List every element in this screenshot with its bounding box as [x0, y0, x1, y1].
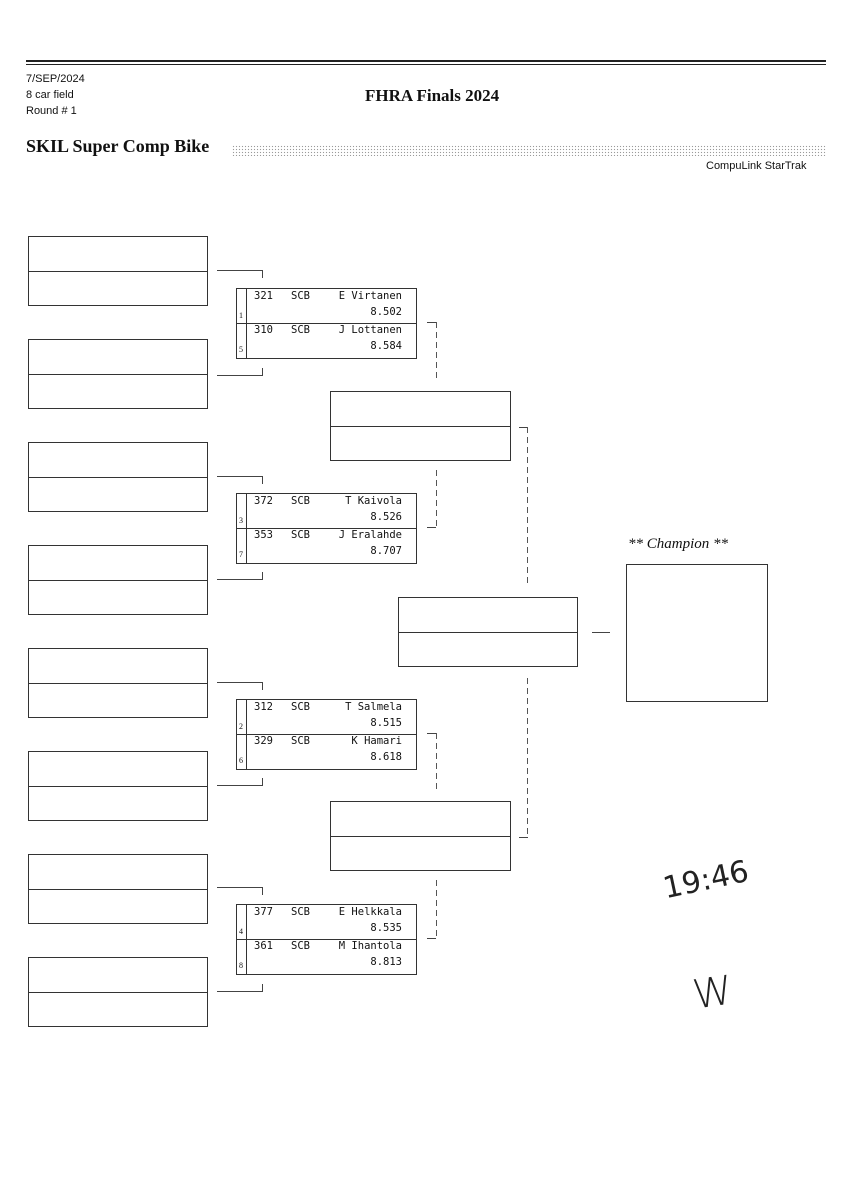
round1-slot-3: [28, 442, 208, 512]
racer-class: SCB: [291, 906, 310, 918]
round1-slot-1: [28, 236, 208, 306]
racer-time: 8.526: [370, 511, 402, 523]
racer-number: 310: [254, 324, 273, 336]
racer-time: 8.515: [370, 717, 402, 729]
racer-name: M Ihantola: [338, 940, 402, 952]
connector: [519, 427, 528, 428]
connector: [217, 682, 262, 683]
pairing-3: 312 SCB T Salmela 8.515 2 329 SCB K Hama…: [236, 699, 417, 770]
racer-name: J Lottanen: [338, 324, 402, 336]
racer-name: T Kaivola: [345, 495, 402, 507]
field-size: 8 car field: [26, 89, 74, 101]
racer-name: E Helkkala: [338, 906, 402, 918]
dashed-connector: [436, 470, 437, 528]
dashed-connector: [527, 678, 528, 838]
racer-time: 8.707: [370, 545, 402, 557]
round1-slot-4: [28, 545, 208, 615]
connector: [217, 579, 262, 580]
champion-label: ** Champion **: [628, 536, 729, 552]
racer-time: 8.813: [370, 956, 402, 968]
software-credit: CompuLink StarTrak: [706, 160, 807, 172]
pairing-1: 321 SCB E Virtanen 8.502 1 310 SCB J Lot…: [236, 288, 417, 359]
page-title: FHRA Finals 2024: [365, 86, 500, 105]
racer-class: SCB: [291, 324, 310, 336]
racer-name: E Virtanen: [338, 290, 402, 302]
racer-time: 8.584: [370, 340, 402, 352]
final-slot: [398, 597, 578, 667]
round1-slot-2: [28, 339, 208, 409]
dotted-rule: [232, 145, 826, 156]
pairing-4: 377 SCB E Helkkala 8.535 4 361 SCB M Iha…: [236, 904, 417, 975]
racer-name: T Salmela: [345, 701, 402, 713]
connector: [217, 476, 262, 477]
racer-number: 321: [254, 290, 273, 302]
connector: [592, 632, 610, 633]
racer-seed: 3: [239, 516, 243, 525]
dashed-connector: [436, 880, 437, 938]
racer-name: K Hamari: [351, 735, 402, 747]
handwritten-initial: W: [689, 967, 736, 1019]
racer-number: 329: [254, 735, 273, 747]
connector: [262, 984, 263, 992]
champion-box: [626, 564, 768, 702]
racer-seed: 2: [239, 722, 243, 731]
round1-slot-6: [28, 751, 208, 821]
connector: [262, 778, 263, 786]
racer-class: SCB: [291, 735, 310, 747]
racer-number: 372: [254, 495, 273, 507]
racer-number: 353: [254, 529, 273, 541]
racer-class: SCB: [291, 495, 310, 507]
racer-seed: 5: [239, 345, 243, 354]
top-rule-thin: [26, 64, 826, 65]
connector: [519, 837, 528, 838]
round1-slot-7: [28, 854, 208, 924]
pairing-2: 372 SCB T Kaivola 8.526 3 353 SCB J Eral…: [236, 493, 417, 564]
racer-seed: 8: [239, 961, 243, 970]
dashed-connector: [436, 733, 437, 791]
connector: [262, 572, 263, 580]
top-rule-thick: [26, 60, 826, 62]
round1-slot-5: [28, 648, 208, 718]
racer-time: 8.535: [370, 922, 402, 934]
connector: [217, 375, 262, 376]
connector: [427, 938, 436, 939]
racer-seed: 6: [239, 756, 243, 765]
racer-name: J Eralahde: [338, 529, 402, 541]
racer-seed: 4: [239, 927, 243, 936]
round2-slot-1: [330, 391, 511, 461]
round1-slot-8: [28, 957, 208, 1027]
connector: [262, 368, 263, 376]
racer-time: 8.502: [370, 306, 402, 318]
connector: [217, 991, 262, 992]
racer-number: 377: [254, 906, 273, 918]
racer-class: SCB: [291, 529, 310, 541]
connector: [427, 322, 436, 323]
racer-number: 312: [254, 701, 273, 713]
racer-class: SCB: [291, 940, 310, 952]
racer-seed: 7: [239, 550, 243, 559]
dashed-connector: [436, 322, 437, 380]
event-date: 7/SEP/2024: [26, 73, 85, 85]
handwritten-time: 19:46: [660, 854, 752, 907]
round-number: Round # 1: [26, 105, 77, 117]
racer-seed: 1: [239, 311, 243, 320]
racer-class: SCB: [291, 701, 310, 713]
racer-class: SCB: [291, 290, 310, 302]
connector: [427, 527, 436, 528]
dashed-connector: [527, 427, 528, 587]
round2-slot-2: [330, 801, 511, 871]
connector: [262, 682, 263, 690]
racer-time: 8.618: [370, 751, 402, 763]
connector: [427, 733, 436, 734]
connector: [217, 270, 262, 271]
connector: [262, 476, 263, 484]
class-name: SKIL Super Comp Bike: [26, 136, 210, 156]
connector: [217, 887, 262, 888]
connector: [262, 270, 263, 278]
connector: [262, 887, 263, 895]
connector: [217, 785, 262, 786]
racer-number: 361: [254, 940, 273, 952]
